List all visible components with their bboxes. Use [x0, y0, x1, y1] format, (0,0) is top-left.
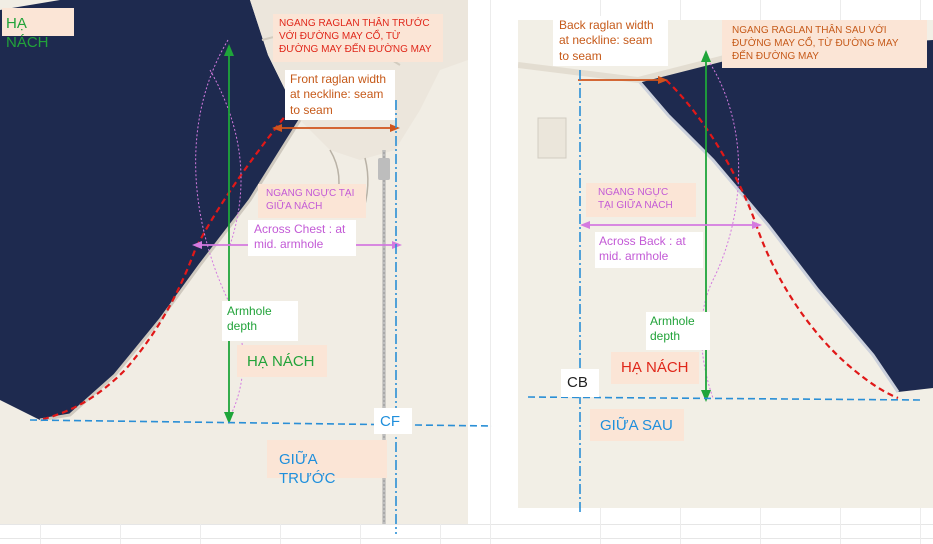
back-across-label-en: Across Back : at mid. armhole	[595, 232, 703, 268]
center-front-code: CF	[374, 408, 412, 434]
front-garment-photo	[0, 0, 468, 524]
front-raglan-label-vi: NGANG RAGLAN THÂN TRƯỚC VỚI ĐƯỜNG MAY CỔ…	[273, 14, 443, 62]
grid-row-line	[0, 538, 933, 539]
grid-row-line	[0, 524, 933, 525]
front-armhole-depth-label: Armhole depth	[222, 301, 298, 341]
back-across-label-vi: NGANG NGỰC TẠI GIỮA NÁCH	[586, 183, 696, 217]
back-sleeve	[638, 40, 933, 392]
back-raglan-label-en: Back raglan width at neckline: seam to s…	[553, 16, 668, 66]
front-garment-drawing	[0, 0, 468, 524]
center-back-code: CB	[561, 369, 599, 397]
back-label-patch	[537, 117, 567, 159]
center-front-label: GIỮA TRƯỚC	[267, 440, 387, 487]
zipper-pull	[378, 158, 390, 180]
back-raglan-label-vi: NGANG RAGLAN THÂN SAU VỚI ĐƯỜNG MAY CỔ, …	[722, 20, 927, 68]
front-armhole-seam-curve	[39, 109, 291, 422]
front-raglan-label-en: Front raglan width at neckline: seam to …	[285, 70, 395, 120]
back-armpit-label: HẠ NÁCH	[611, 352, 699, 384]
front-chest-label-vi: NGANG NGỰC TẠI GIỮA NÁCH	[258, 184, 366, 218]
grid-col-line	[490, 0, 491, 544]
front-armpit-label: HẠ NÁCH	[237, 345, 327, 377]
center-back-label: GIỮA SAU	[590, 409, 684, 441]
back-armhole-depth-label: Armhole depth	[646, 312, 710, 350]
back-garment-photo	[518, 20, 933, 508]
back-armhole-seam-curve	[665, 79, 899, 400]
front-chest-label-en: Across Chest : at mid. armhole	[248, 220, 356, 256]
back-garment-drawing	[518, 20, 933, 508]
front-sleeve	[0, 0, 300, 420]
front-armpit-label-top: HẠ NÁCH	[2, 8, 74, 51]
